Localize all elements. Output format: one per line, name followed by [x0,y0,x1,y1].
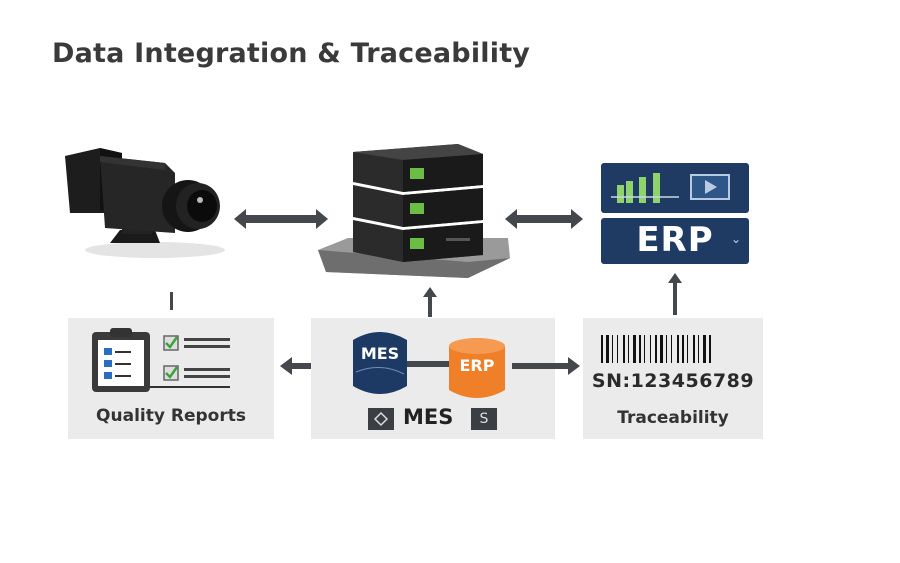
barcode-bar [677,335,679,363]
mes-to-server-arrow [422,287,438,317]
barcode-bar [612,335,613,363]
barcode-bar [671,335,672,363]
server-erp-bidirectional-arrow [505,207,583,231]
barcode-bar [660,335,663,363]
mes-panel: MES ERP MES S [311,318,555,439]
traceability-label: Traceability [617,408,729,428]
barcode-bar [655,335,657,363]
page-title: Data Integration & Traceability [52,38,531,69]
erp-database-label: ERP [459,356,495,375]
erp-banner: ERP ⌄ [601,218,749,264]
erp-dashboard-icon [601,163,749,213]
barcode-bar [606,335,609,363]
barcode-bar [633,335,636,363]
barcode-bar [693,335,695,363]
mes-database: MES [353,330,407,396]
barcode-bar [650,335,651,363]
camera-server-bidirectional-arrow [234,207,328,231]
barcode-bar [666,335,667,363]
diamond-icon [368,408,394,430]
erp-banner-label: ERP [636,220,714,260]
barcode-bar [639,335,641,363]
traceability-to-erp-arrow [667,273,683,315]
traceability-panel: SN:123456789 Traceability [583,318,763,439]
barcode-bar [682,335,684,363]
quality-reports-panel: Quality Reports [68,318,274,439]
barcode-bar [687,335,688,363]
barcode-bar [703,335,706,363]
industrial-camera-icon [60,148,230,263]
barcode-bar [644,335,645,363]
mes-to-traceability-arrow [512,356,580,376]
barcode-bar [601,335,603,363]
db-connector [406,361,450,367]
serial-number: SN:123456789 [591,370,755,392]
server-stack-icon [318,140,518,280]
mes-database-label: MES [360,344,400,363]
barcode-bar [628,335,629,363]
barcode-bar [623,335,625,363]
clipboard-checklist-icon [90,326,235,396]
erp-database: ERP [449,336,505,400]
barcode-bar [709,335,711,363]
s-badge: S [471,408,497,430]
quality-reports-label: Quality Reports [96,406,246,426]
barcode-bar [617,335,618,363]
camera-quality-connector [170,292,173,310]
barcode-bar [698,335,699,363]
mes-panel-label: MES [403,405,454,429]
chevron-down-icon: ⌄ [730,232,741,246]
barcode-icon [601,335,739,363]
